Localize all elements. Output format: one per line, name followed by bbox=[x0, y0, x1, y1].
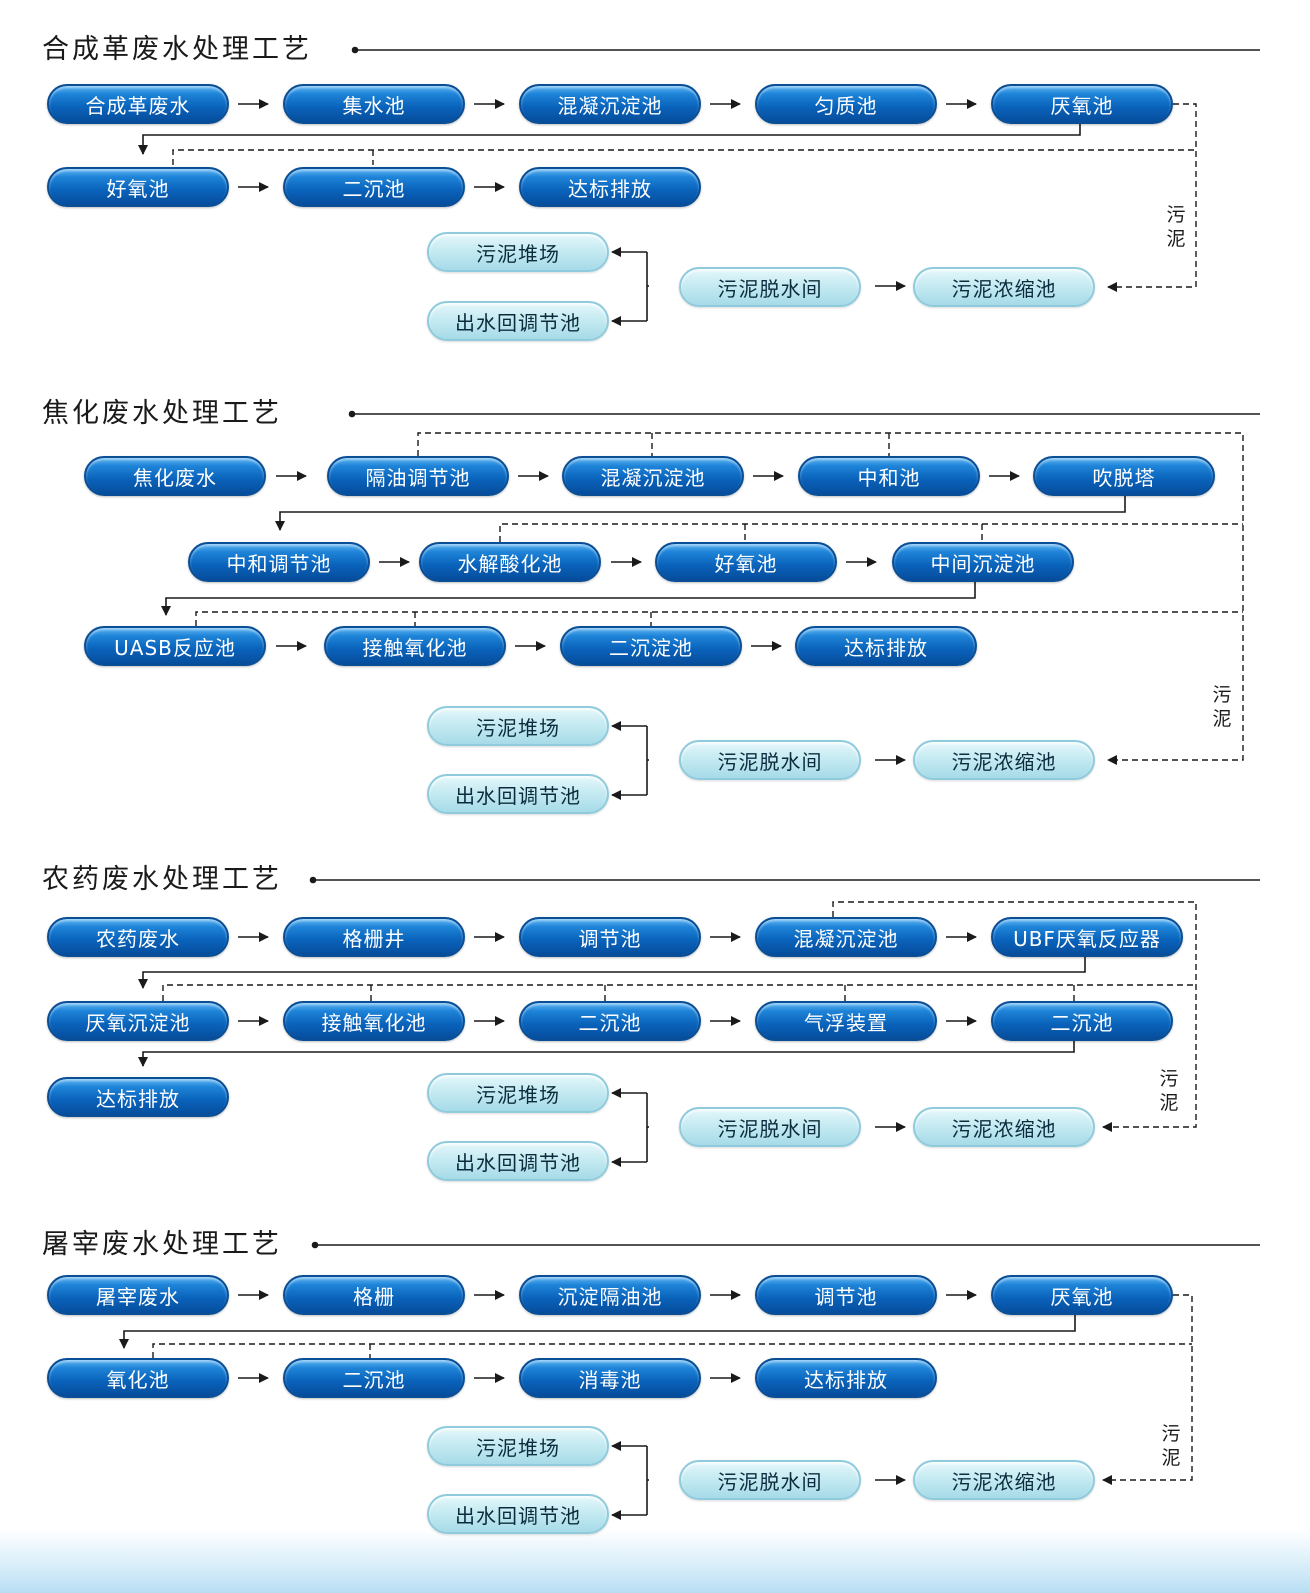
s4-step-secondary-clarifier: 二沉池 bbox=[283, 1358, 465, 1398]
s1-sludge-thickener: 污泥浓缩池 bbox=[913, 267, 1095, 307]
sludge-dashed-line bbox=[417, 432, 1244, 765]
s2-step-contact-oxidation-tank: 接触氧化池 bbox=[324, 626, 506, 666]
row-wrap-arrow bbox=[275, 496, 1126, 531]
sludge-dashed-line bbox=[172, 149, 1196, 165]
s3-sludge-dewatering: 污泥脱水间 bbox=[679, 1107, 861, 1147]
s4-step-disinfection-tank: 消毒池 bbox=[519, 1358, 701, 1398]
s4-sludge-return: 出水回调节池 bbox=[427, 1494, 609, 1534]
row-wrap-arrow bbox=[161, 582, 976, 616]
row-wrap-arrow bbox=[138, 957, 1086, 989]
s3-sludge-pile: 污泥堆场 bbox=[427, 1073, 609, 1113]
sludge-dashed-line bbox=[162, 984, 1196, 1001]
section-2-title: 焦化废水处理工艺 bbox=[42, 398, 282, 429]
s4-step-wastewater: 屠宰废水 bbox=[47, 1275, 229, 1315]
s3-step-secondary-clarifier-1: 二沉池 bbox=[519, 1001, 701, 1041]
sludge-dashed-line bbox=[152, 1343, 1192, 1358]
s2-step-oil-separation-tank: 隔油调节池 bbox=[327, 456, 509, 496]
s1-step-discharge: 达标排放 bbox=[519, 167, 701, 207]
s3-step-discharge: 达标排放 bbox=[47, 1077, 229, 1117]
s2-sludge-return: 出水回调节池 bbox=[427, 774, 609, 814]
sludge-dashed-line bbox=[195, 611, 1243, 626]
s2-sludge-thickener: 污泥浓缩池 bbox=[913, 740, 1095, 780]
footer-water-decoration bbox=[0, 1530, 1310, 1593]
row-wrap-arrow bbox=[138, 1041, 1075, 1067]
s3-step-grid-well: 格栅井 bbox=[283, 917, 465, 957]
s1-sludge-pile: 污泥堆场 bbox=[427, 232, 609, 272]
sludge-dashed-line bbox=[1107, 103, 1197, 292]
s4-sludge-pile: 污泥堆场 bbox=[427, 1426, 609, 1466]
sludge-dashed-line bbox=[832, 901, 1197, 1132]
s1-step-anaerobic-tank: 厌氧池 bbox=[991, 84, 1173, 124]
s4-sludge-label: 污泥 bbox=[1161, 1423, 1181, 1469]
s3-sludge-return: 出水回调节池 bbox=[427, 1141, 609, 1181]
s1-step-equalization-tank: 匀质池 bbox=[755, 84, 937, 124]
s2-step-stripping-tower: 吹脱塔 bbox=[1033, 456, 1215, 496]
s4-step-anaerobic-tank: 厌氧池 bbox=[991, 1275, 1173, 1315]
s3-step-secondary-clarifier-2: 二沉池 bbox=[991, 1001, 1173, 1041]
s3-step-coagulation-tank: 混凝沉淀池 bbox=[755, 917, 937, 957]
s2-step-intermediate-clarifier: 中间沉淀池 bbox=[892, 542, 1074, 582]
s2-step-coagulation-tank: 混凝沉淀池 bbox=[562, 456, 744, 496]
s4-sludge-dewatering: 污泥脱水间 bbox=[679, 1460, 861, 1500]
s4-step-regulating-tank: 调节池 bbox=[755, 1275, 937, 1315]
s2-step-neutralization-tank: 中和池 bbox=[798, 456, 980, 496]
s1-sludge-return: 出水回调节池 bbox=[427, 301, 609, 341]
s4-step-grid: 格栅 bbox=[283, 1275, 465, 1315]
row-wrap-arrow bbox=[119, 1315, 1076, 1349]
s1-step-wastewater: 合成革废水 bbox=[47, 84, 229, 124]
s4-step-discharge: 达标排放 bbox=[755, 1358, 937, 1398]
s2-sludge-label: 污泥 bbox=[1212, 684, 1232, 730]
section-1-title: 合成革废水处理工艺 bbox=[42, 34, 312, 65]
s1-sludge-dewatering: 污泥脱水间 bbox=[679, 267, 861, 307]
s2-sludge-pile: 污泥堆场 bbox=[427, 706, 609, 746]
s2-step-neutral-regulating-tank: 中和调节池 bbox=[188, 542, 370, 582]
s3-step-regulating-tank: 调节池 bbox=[519, 917, 701, 957]
s1-step-secondary-clarifier: 二沉池 bbox=[283, 167, 465, 207]
s1-step-coagulation-tank: 混凝沉淀池 bbox=[519, 84, 701, 124]
s2-step-discharge: 达标排放 bbox=[795, 626, 977, 666]
s1-sludge-label: 污泥 bbox=[1166, 204, 1186, 250]
s3-step-wastewater: 农药废水 bbox=[47, 917, 229, 957]
s3-sludge-label: 污泥 bbox=[1159, 1068, 1179, 1114]
s1-step-collection-tank: 集水池 bbox=[283, 84, 465, 124]
s4-sludge-thickener: 污泥浓缩池 bbox=[913, 1460, 1095, 1500]
row-wrap-arrow bbox=[138, 124, 1081, 155]
section-3-title: 农药废水处理工艺 bbox=[42, 864, 282, 895]
sludge-dashed-line bbox=[1102, 1294, 1193, 1485]
s3-step-anaerobic-clarifier: 厌氧沉淀池 bbox=[47, 1001, 229, 1041]
s4-step-settling-oil-tank: 沉淀隔油池 bbox=[519, 1275, 701, 1315]
s3-step-air-flotation: 气浮装置 bbox=[755, 1001, 937, 1041]
s2-step-hydrolysis-tank: 水解酸化池 bbox=[419, 542, 601, 582]
s2-step-uasb-reactor: UASB反应池 bbox=[84, 626, 266, 666]
s2-step-wastewater: 焦化废水 bbox=[84, 456, 266, 496]
s2-step-secondary-clarifier: 二沉淀池 bbox=[560, 626, 742, 666]
s4-step-oxidation-tank: 氧化池 bbox=[47, 1358, 229, 1398]
s3-step-contact-oxidation-tank: 接触氧化池 bbox=[283, 1001, 465, 1041]
s3-step-ubf-reactor: UBF厌氧反应器 bbox=[991, 917, 1183, 957]
s1-step-aerobic-tank: 好氧池 bbox=[47, 167, 229, 207]
s3-sludge-thickener: 污泥浓缩池 bbox=[913, 1107, 1095, 1147]
sludge-dashed-line bbox=[499, 523, 1243, 542]
s2-sludge-dewatering: 污泥脱水间 bbox=[679, 740, 861, 780]
section-4-title: 屠宰废水处理工艺 bbox=[42, 1229, 282, 1260]
s2-step-aerobic-tank: 好氧池 bbox=[655, 542, 837, 582]
